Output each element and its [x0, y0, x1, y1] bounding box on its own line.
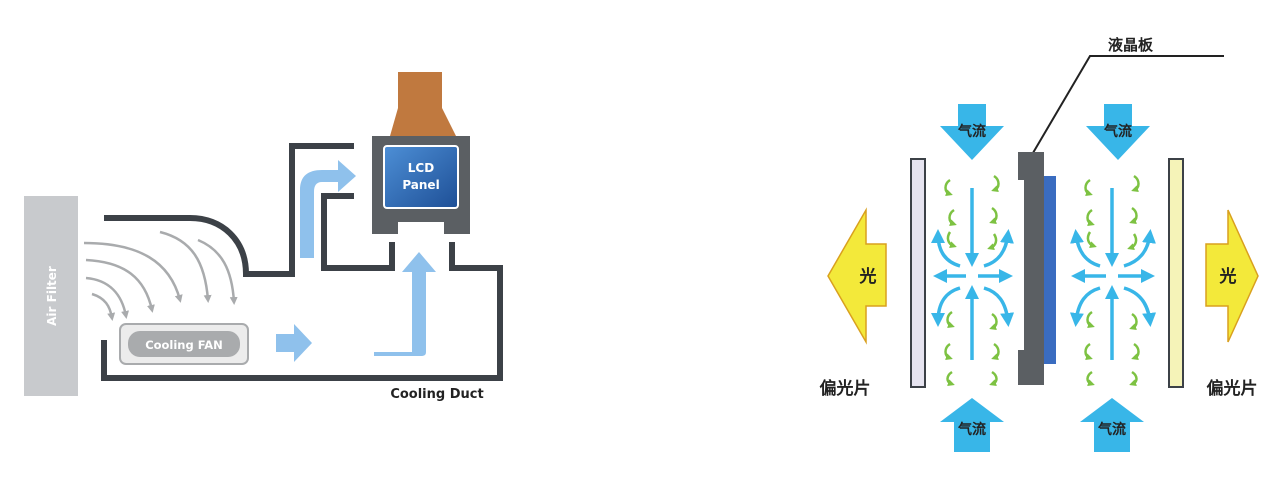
internal-flow-right — [1069, 188, 1157, 360]
swirl-2 — [991, 174, 1000, 193]
swirl-22 — [1131, 342, 1140, 361]
intake-arrow-4 — [159, 230, 212, 303]
light-arrow-left — [827, 207, 887, 345]
airflow-label-bottom-left: 气流 — [957, 421, 986, 438]
intake-arrow-1 — [83, 241, 183, 303]
intake-arrow-5 — [197, 238, 238, 305]
left-cooling-system-diagram: Air Filter LCD Panel Cooling FAN — [24, 72, 503, 402]
flow-arrow-up-right — [300, 160, 356, 258]
duct-inner-wall — [321, 193, 395, 271]
swirl-15 — [1086, 208, 1095, 227]
flow-curve-lower-left-r — [1069, 286, 1101, 327]
swirl-4 — [989, 206, 998, 225]
swirl-14 — [1131, 174, 1140, 193]
swirl-18 — [1127, 233, 1138, 251]
airflow-label-top-right: 气流 — [1103, 123, 1132, 140]
cooling-duct-walls — [101, 143, 503, 381]
airflow-arrow-bottom-right — [1080, 398, 1144, 452]
swirl-24 — [1129, 370, 1138, 387]
cooling-fan-label: Cooling FAN — [145, 338, 223, 352]
turbulence-swirls — [944, 174, 1140, 387]
airflow-arrow-top-right — [1086, 104, 1150, 160]
swirl-1 — [944, 178, 953, 197]
airflow-label-top-left: 气流 — [957, 123, 986, 140]
swirl-10 — [991, 342, 1000, 361]
lcd-plate-label: 液晶板 — [1108, 36, 1154, 54]
polarizer-label-left: 偏光片 — [820, 378, 871, 399]
swirl-8 — [989, 312, 998, 331]
polarizer-right — [1168, 158, 1184, 388]
cooling-fan-body — [128, 331, 240, 357]
swirl-12 — [989, 370, 998, 387]
panel-ribbon-cable — [390, 72, 456, 136]
intake-airflow-arrows — [83, 230, 238, 321]
intake-arrow-2 — [85, 258, 155, 313]
flow-curve-lower-left — [931, 286, 961, 327]
airflow-label-bottom-right: 气流 — [1097, 421, 1126, 438]
swirl-19 — [1086, 310, 1095, 329]
internal-flow-left — [931, 188, 1015, 360]
flow-curve-upper-right — [983, 229, 1014, 268]
flow-curve-lower-right-r — [1123, 286, 1157, 327]
lcd-plate — [1018, 152, 1044, 385]
lcd-panel-screen — [383, 145, 459, 209]
intake-arrow-3 — [85, 276, 129, 319]
airflow-arrow-top-left — [940, 104, 1004, 160]
intake-arrow-6 — [91, 292, 116, 321]
flow-curve-upper-left — [931, 229, 961, 268]
swirl-17 — [1086, 231, 1097, 249]
flow-arrow-right — [276, 324, 312, 362]
light-label-left: 光 — [859, 266, 877, 287]
duct-flow-arrows — [276, 160, 436, 362]
swirl-6 — [987, 233, 998, 251]
flow-arrow-up-to-panel — [374, 252, 436, 356]
duct-outer-wall — [101, 242, 503, 381]
swirl-13 — [1084, 178, 1093, 197]
lcd-plate-blue-layer — [1044, 176, 1056, 364]
airflow-arrow-bottom-left — [940, 398, 1004, 452]
swirl-21 — [1084, 342, 1093, 361]
swirl-9 — [944, 342, 953, 361]
lcd-panel-label-line2: Panel — [402, 178, 439, 192]
swirl-7 — [946, 310, 955, 329]
flow-curve-lower-right — [983, 286, 1015, 327]
light-arrow-right — [1205, 209, 1259, 343]
flow-curve-upper-left-r — [1070, 229, 1101, 268]
cooling-duct-label: Cooling Duct — [390, 387, 483, 402]
air-filter-block — [24, 196, 78, 396]
swirl-16 — [1129, 206, 1138, 225]
swirl-11 — [946, 370, 955, 387]
lcd-panel-label-line1: LCD — [408, 161, 434, 175]
right-lcd-airflow-diagram: 液晶板 偏光片 偏光片 光 光 气流 气流 气流 气流 — [820, 36, 1259, 452]
swirl-20 — [1129, 312, 1138, 331]
air-filter-label: Air Filter — [45, 266, 59, 326]
polarizer-left — [910, 158, 926, 388]
flow-curve-upper-right-r — [1123, 229, 1156, 268]
light-label-right: 光 — [1219, 266, 1237, 287]
swirl-3 — [948, 208, 957, 227]
duct-upper-wall — [104, 143, 354, 277]
swirl-5 — [946, 231, 957, 249]
lcd-plate-leader-line — [1029, 55, 1224, 159]
swirl-23 — [1086, 370, 1095, 387]
polarizer-label-right: 偏光片 — [1207, 378, 1258, 399]
